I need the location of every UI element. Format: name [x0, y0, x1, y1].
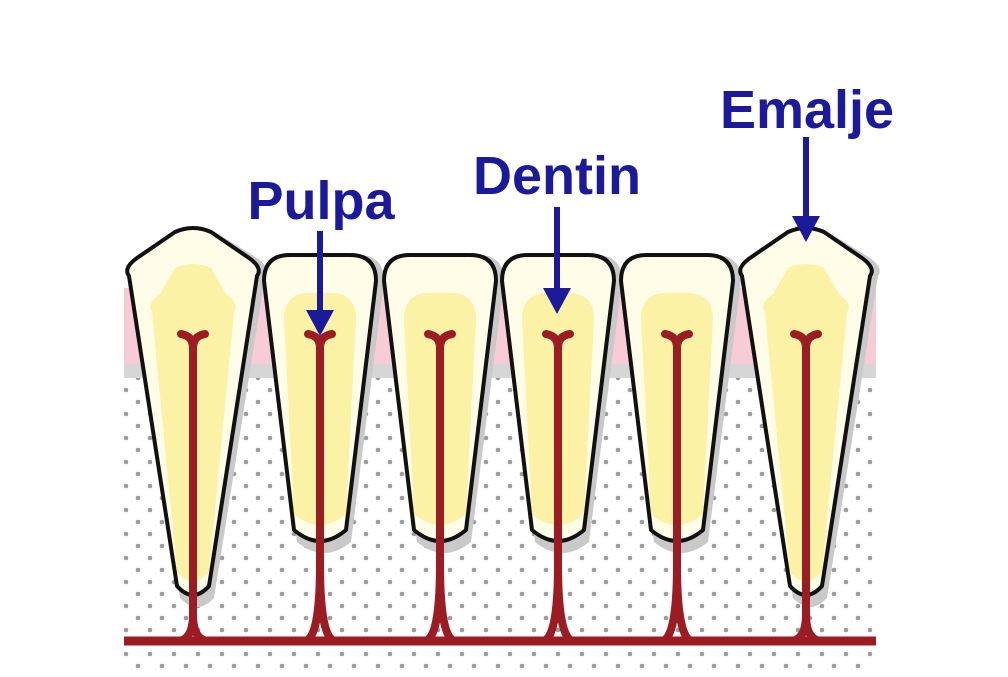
tooth-3-pulp-horns	[424, 330, 456, 349]
tooth-2-pulp-canal	[300, 336, 340, 645]
tooth-5-pulp-canal	[657, 336, 697, 645]
tooth-6-pulp-canal	[786, 336, 826, 645]
tooth-4-pulp-canal	[538, 336, 578, 645]
tooth-2-pulp-horns	[304, 330, 336, 349]
bone-area	[124, 376, 876, 672]
tooth-5-pulp-horns	[661, 330, 693, 349]
pulpa-label: Pulpa	[247, 171, 395, 231]
tooth-3-pulp-canal	[420, 336, 460, 645]
pulpa-arrow	[306, 231, 334, 336]
tooth-6-pulp-horns	[790, 330, 822, 349]
tooth-1-pulp-canal	[173, 336, 213, 645]
dentin-label: Dentin	[473, 146, 641, 206]
tooth-4-pulp-horns	[542, 330, 574, 349]
emalje-arrow	[792, 137, 820, 242]
tooth-1-pulp-horns	[177, 330, 209, 349]
emalje-label: Emalje	[719, 80, 895, 140]
dentin-arrow	[543, 207, 571, 314]
